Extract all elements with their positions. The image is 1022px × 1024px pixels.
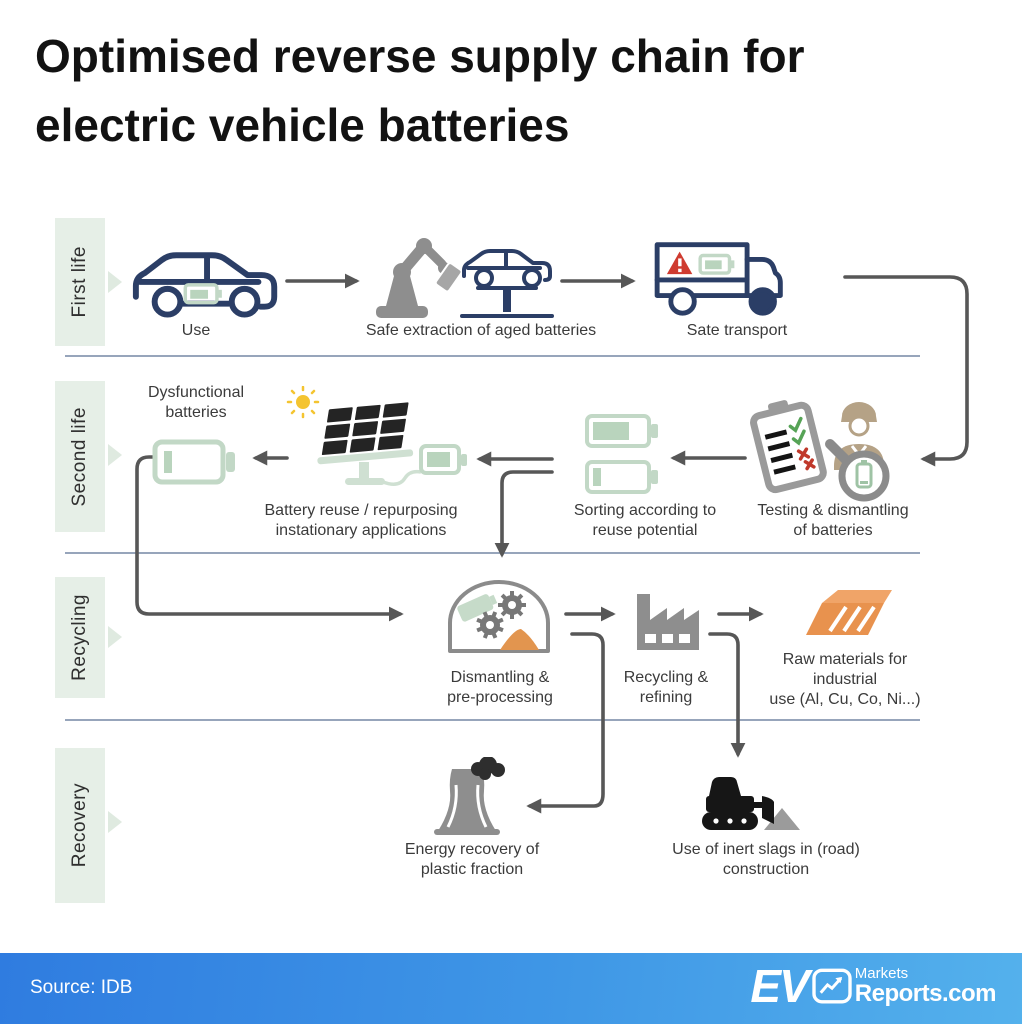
row-divider bbox=[65, 552, 920, 554]
sorting-batteries-icon bbox=[585, 414, 658, 494]
extracted-battery-icon bbox=[434, 262, 463, 293]
label-energy-recovery: Energy recovery of plastic fraction bbox=[404, 841, 540, 878]
footer-bar: Source: IDB EV Markets Reports.com bbox=[0, 953, 1022, 1024]
label-dismantling-preprocessing: Dismantling & pre-processing bbox=[447, 669, 553, 706]
label-testing-dismantling: Testing & dismantling of batteries bbox=[757, 502, 909, 539]
robot-extraction-icon bbox=[376, 238, 554, 318]
stage-recovery: Recovery bbox=[55, 748, 105, 903]
cooling-tower-icon bbox=[434, 757, 505, 835]
row-divider bbox=[65, 355, 920, 357]
car-lift-icon bbox=[460, 286, 554, 318]
label-battery-reuse: Battery reuse / repurposing instationary… bbox=[264, 502, 458, 539]
battery-empty-icon bbox=[585, 460, 658, 494]
car-icon bbox=[132, 252, 278, 318]
warning-icon bbox=[666, 251, 693, 275]
label-use: Use bbox=[181, 322, 211, 339]
page-title: Optimised reverse supply chain for elect… bbox=[35, 30, 805, 151]
stage-chevron-icon bbox=[108, 811, 122, 833]
smoke-icon bbox=[471, 757, 505, 780]
slag-pile-icon bbox=[500, 629, 539, 650]
factory-icon bbox=[637, 594, 699, 650]
logo-ev-text: EV bbox=[750, 960, 809, 1012]
dismantling-dome-icon bbox=[448, 580, 550, 653]
label-recycling-refining: Recycling & refining bbox=[623, 669, 709, 706]
battery-charging-icon bbox=[419, 444, 467, 475]
stage-chevron-icon bbox=[108, 271, 122, 293]
chart-logo-icon bbox=[812, 968, 852, 1004]
testing-dismantling-icon bbox=[750, 400, 890, 502]
stage-recycling-label: Recycling bbox=[69, 594, 90, 681]
logo-reports-text: Reports.com bbox=[854, 980, 997, 1008]
brand-logo: EV Markets Reports.com bbox=[750, 963, 996, 1009]
battery-icon bbox=[698, 253, 735, 275]
battery-full-icon bbox=[585, 414, 658, 448]
battery-low-icon bbox=[152, 439, 235, 485]
magnifier-battery-icon bbox=[825, 439, 890, 502]
stage-recovery-label: Recovery bbox=[69, 783, 90, 868]
battery-icon bbox=[457, 594, 498, 622]
lifted-car-icon bbox=[462, 249, 552, 288]
label-inert-slags: Use of inert slags in (road) constructio… bbox=[672, 841, 860, 878]
slag-pile-icon bbox=[764, 808, 800, 830]
stage-second-life: Second life bbox=[55, 381, 105, 532]
label-sorting: Sorting according to reuse potential bbox=[573, 502, 717, 539]
label-sate-transport: Sate transport bbox=[686, 322, 788, 339]
row-divider bbox=[65, 719, 920, 721]
gear-icon bbox=[498, 591, 526, 619]
source-text: Source: IDB bbox=[30, 977, 133, 998]
metal-ingot-icon bbox=[806, 590, 892, 635]
stage-first-life: First life bbox=[55, 218, 105, 346]
stage-first-life-label: First life bbox=[69, 246, 90, 318]
transport-truck-icon bbox=[654, 242, 783, 316]
battery-icon bbox=[183, 283, 222, 305]
label-raw-materials: Raw materials for industrial use (Al, Cu… bbox=[769, 651, 921, 708]
label-safe-extraction: Safe extraction of aged batteries bbox=[365, 322, 597, 339]
solar-panel-icon bbox=[286, 386, 467, 486]
stage-chevron-icon bbox=[108, 626, 122, 648]
sun-icon bbox=[286, 386, 320, 419]
label-dysfunctional-batteries: Dysfunctional batteries bbox=[147, 384, 245, 421]
stage-chevron-icon bbox=[108, 444, 122, 466]
bulldozer-icon bbox=[702, 777, 800, 830]
gear-icon bbox=[476, 611, 504, 639]
stage-recycling: Recycling bbox=[55, 577, 105, 698]
panel-grid bbox=[317, 402, 414, 465]
logo-markets-text: Markets bbox=[854, 964, 909, 982]
clipboard-icon bbox=[750, 400, 827, 494]
